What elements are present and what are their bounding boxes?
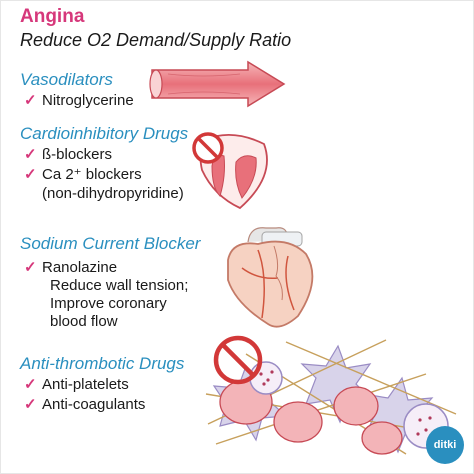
item-label: Ca 2⁺ blockers — [42, 166, 142, 183]
page-title: Angina — [20, 6, 85, 27]
page-subtitle: Reduce O2 Demand/Supply Ratio — [20, 30, 292, 50]
heart-inhibit-icon — [192, 132, 268, 210]
section-heading-cardioinhibitory: Cardioinhibitory Drugs — [20, 124, 189, 143]
note-line: Improve coronary — [50, 295, 167, 312]
item-label: Anti-coagulants — [42, 396, 146, 413]
list-item: ✓ Anti-platelets — [24, 375, 129, 394]
note-line: Reduce wall tension; — [50, 277, 189, 294]
check-icon: ✓ — [24, 92, 37, 109]
list-item: ✓ Nitroglycerine — [24, 91, 134, 110]
check-icon: ✓ — [24, 146, 37, 163]
check-icon: ✓ — [24, 396, 37, 413]
list-item: ✓ ß-blockers — [24, 145, 112, 164]
note-line: blood flow — [50, 313, 118, 330]
item-label: Ranolazine — [42, 259, 118, 276]
check-icon: ✓ — [24, 376, 37, 393]
list-item: ✓ Ca 2⁺ blockers — [24, 165, 142, 184]
section-heading-anti-thrombotic: Anti-thrombotic Drugs — [20, 354, 185, 373]
item-label: Nitroglycerine — [42, 92, 134, 109]
check-icon: ✓ — [24, 259, 37, 276]
item-label: Anti-platelets — [42, 376, 129, 393]
check-icon: ✓ — [24, 166, 37, 183]
section-heading-vasodilators: Vasodilators — [20, 70, 113, 89]
section-heading-sodium-blocker: Sodium Current Blocker — [20, 234, 201, 253]
item-continuation: (non-dihydropyridine) — [42, 185, 184, 202]
item-label: ß-blockers — [42, 146, 113, 163]
ditki-logo: ditki — [426, 426, 464, 464]
list-item: ✓ Ranolazine — [24, 258, 117, 277]
blood-clot-icon — [205, 335, 457, 455]
dilated-vessel-arrow-icon — [149, 60, 286, 108]
list-item: ✓ Anti-coagulants — [24, 395, 145, 414]
heart-anatomy-icon — [227, 227, 314, 328]
ditki-logo-text: ditki — [433, 439, 457, 451]
